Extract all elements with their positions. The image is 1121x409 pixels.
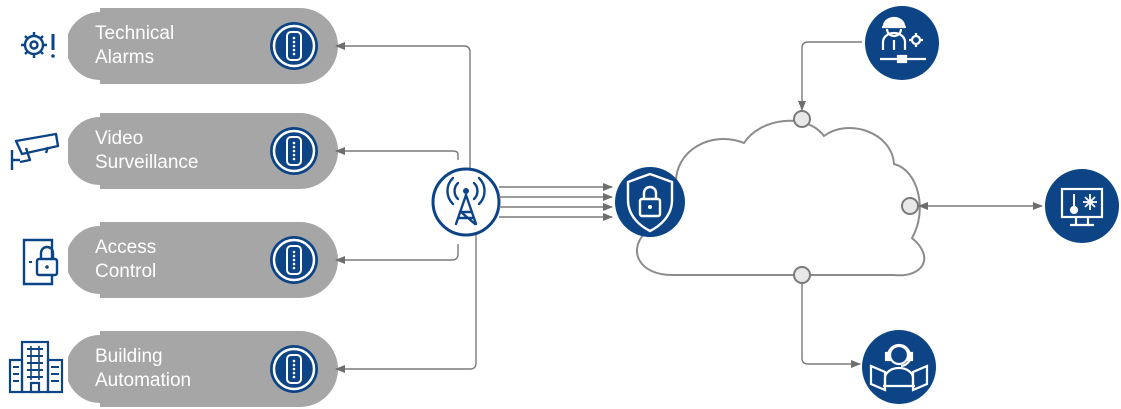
door-lock-icon (22, 238, 59, 286)
hub-to-systems-connectors (335, 42, 477, 373)
label-line-2: Surveillance (95, 152, 199, 173)
system-label-video-surveillance: Video Surveillance (95, 127, 199, 175)
cctv-camera-icon (10, 132, 60, 170)
radio-tower-hub (431, 167, 501, 237)
label-line-2: Automation (95, 370, 192, 391)
hub-to-cloud-arrows (499, 183, 613, 221)
label-line-2: Control (95, 261, 157, 282)
device-badge (270, 236, 318, 284)
operator-endpoint (862, 330, 936, 404)
label-line-1: Video (95, 128, 144, 149)
system-bar (62, 8, 338, 84)
shield-lock-gateway (615, 167, 685, 237)
cloud-endpoint-connectors (798, 41, 1043, 368)
system-row-technical-alarms (0, 0, 338, 92)
label-line-1: Access (95, 237, 157, 258)
technician-endpoint (865, 6, 939, 80)
operator-headset-icon (869, 343, 929, 392)
system-bar (62, 222, 338, 298)
system-label-building-automation: Building Automation (95, 345, 191, 393)
label-line-1: Building (95, 346, 163, 367)
building-icon (8, 340, 64, 394)
system-bar (62, 113, 338, 189)
cloud-node (793, 110, 919, 284)
monitor-thermometer-icon (1060, 187, 1104, 227)
system-row-video-surveillance (0, 105, 338, 197)
device-badge (270, 345, 318, 393)
technician-icon (880, 16, 926, 64)
system-label-technical-alarms: Technical Alarms (95, 22, 174, 70)
shield-lock-icon (626, 172, 674, 233)
label-line-1: Technical (95, 23, 175, 44)
gear-alarm-icon (21, 32, 55, 58)
system-bar (62, 331, 338, 407)
label-line-2: Alarms (95, 47, 155, 68)
device-badge (270, 127, 318, 175)
system-row-building-automation (0, 323, 338, 409)
system-row-access-control (0, 214, 338, 306)
device-badge (270, 22, 318, 70)
monitor-endpoint (1045, 169, 1119, 243)
system-label-access-control: Access Control (95, 236, 156, 284)
radio-tower-icon (446, 176, 486, 226)
